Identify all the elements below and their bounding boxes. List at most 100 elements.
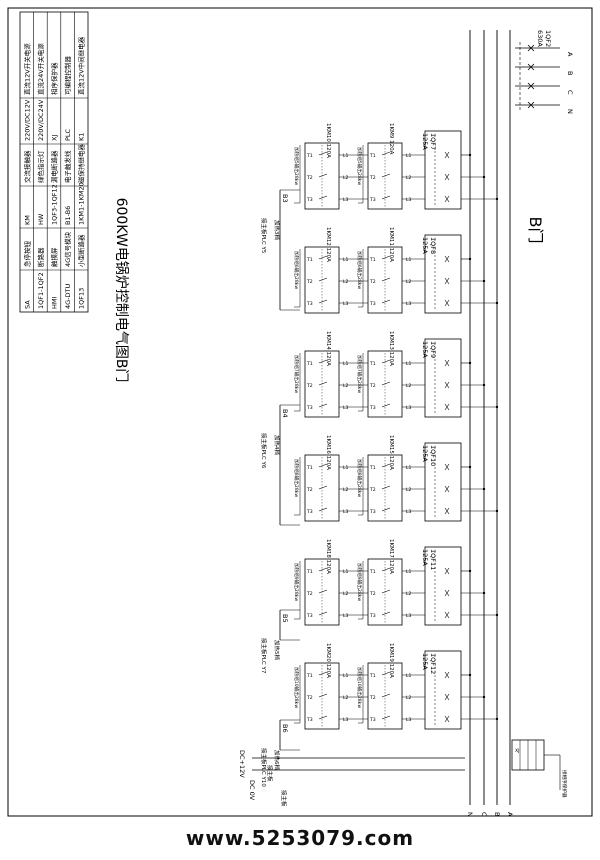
legend-cell: 1QF1-1QF2 — [37, 272, 45, 309]
terminal-label: L2 — [343, 175, 349, 181]
contactor-name: 1KM20 120A — [325, 643, 331, 678]
heater-label: 加热组6输出28kw — [293, 251, 300, 289]
terminal-label: T3 — [306, 405, 313, 411]
terminal-label: T2 — [369, 383, 376, 389]
group-name: 加热5档 — [273, 640, 281, 660]
watermark: www.5253079.com — [185, 826, 415, 850]
terminal-label: L3 — [406, 197, 412, 203]
terminal-label: T3 — [306, 301, 313, 307]
terminal-label: L3 — [343, 301, 349, 307]
heater-label: 加热组8输出28kw — [293, 459, 300, 497]
terminal-label: L2 — [406, 279, 412, 285]
heater-label: 加热组9输出28kw — [293, 563, 300, 601]
breaker-rating: 125A — [421, 653, 429, 670]
legend-cell: 漏电断路器 — [50, 150, 59, 183]
heater-label: 加热组6输出28kw — [356, 251, 363, 289]
group-bus-label: B3 — [281, 194, 289, 203]
legend-cell: 1QF3-1QF12 — [51, 184, 59, 225]
terminal-label: L3 — [343, 613, 349, 619]
terminal-label: L3 — [406, 405, 412, 411]
legend-cell: 磁保持继电器 — [77, 144, 86, 184]
terminal-label: L1 — [406, 465, 412, 471]
dc-note-1: 接主板 — [266, 765, 274, 782]
terminal-label: T1 — [369, 465, 376, 471]
terminal-label: L1 — [343, 257, 349, 263]
bus-label-top: C — [566, 90, 574, 95]
terminal-label: L2 — [406, 175, 412, 181]
breaker-box — [424, 546, 462, 626]
terminal-label: T1 — [369, 257, 376, 263]
bus-label-top: B — [566, 71, 574, 75]
terminal-label: T2 — [306, 383, 313, 389]
legend-cell: 急停按钮 — [22, 241, 31, 268]
contactor-box — [367, 454, 403, 522]
legend-cell: 1KM1-1KM20 — [78, 182, 86, 225]
contactor-box — [304, 558, 340, 626]
breaker-name: 1QF12 — [429, 653, 437, 674]
terminal-label: T3 — [369, 405, 376, 411]
contactor-box — [304, 142, 340, 210]
legend-cell: 4G信号模块 — [63, 231, 72, 267]
main-breaker-rating: 630A — [536, 30, 544, 47]
terminal-label: L1 — [343, 465, 349, 471]
breaker-rating: 125A — [421, 237, 429, 254]
dc-plus-label: DC+12V — [238, 750, 246, 778]
contactor-box — [367, 558, 403, 626]
legend-cell: 相序保护器 — [50, 62, 59, 95]
group-name: 加热3档 — [273, 220, 281, 240]
dc-notes: DC+12V DC 0V 接主板 接主板 — [238, 750, 465, 807]
terminal-label: T2 — [369, 279, 376, 285]
contactor-box — [367, 662, 403, 730]
phase-protector: XJ 接相序保护器 — [511, 739, 568, 798]
legend-cell: 直流24V开关电源 — [36, 43, 45, 95]
terminal-label: T1 — [369, 569, 376, 575]
contactor-box — [304, 662, 340, 730]
bus-label-bottom: B — [493, 812, 501, 816]
terminal-label: L2 — [406, 383, 412, 389]
terminal-label: L2 — [343, 487, 349, 493]
terminal-label: T3 — [306, 197, 313, 203]
breaker-box — [424, 442, 462, 522]
terminal-label: L3 — [343, 197, 349, 203]
breaker-rating: 125A — [421, 133, 429, 150]
legend-cell: 220V/DC24V — [37, 99, 45, 141]
terminal-label: T2 — [306, 591, 313, 597]
contactor-name: 1KM9 120A — [388, 123, 394, 155]
plc-note: 接主板PLC Y6 — [260, 433, 268, 469]
breaker-box — [424, 130, 462, 210]
terminal-label: T1 — [306, 569, 313, 575]
breaker-rating: 125A — [421, 341, 429, 358]
legend-cell: 断路器 — [36, 247, 45, 267]
terminal-label: T3 — [369, 717, 376, 723]
terminal-label: L3 — [406, 717, 412, 723]
terminal-label: L3 — [406, 613, 412, 619]
breaker-box — [424, 338, 462, 418]
bus-label-top: N — [566, 109, 574, 114]
legend-cell: K1 — [78, 133, 86, 141]
legend-table: SA急停按钮KM交流接触器220V/DC12V直流12V开关电源1QF1-1QF… — [19, 11, 89, 313]
main-breaker: 1QF2 630A — [515, 30, 560, 110]
legend-cell: 直流12V中间继电器 — [77, 36, 86, 95]
plc-note: 接主板PLC Y5 — [260, 218, 268, 254]
legend-cell: 直流12V开关电源 — [22, 43, 31, 95]
terminal-label: T2 — [306, 279, 313, 285]
terminal-label: L1 — [406, 257, 412, 263]
legend-cell: SA — [23, 300, 31, 309]
contactor-name: 1KM14 120A — [325, 331, 331, 366]
group-name: 加热6档 — [273, 750, 281, 770]
terminal-label: L1 — [406, 361, 412, 367]
breaker-name: 1QF10 — [429, 445, 437, 466]
contactor-name: 1KM18 120A — [325, 539, 331, 574]
terminal-label: L2 — [406, 487, 412, 493]
contactor-name: 1KM19 120A — [388, 643, 394, 678]
terminal-label: L3 — [343, 509, 349, 515]
terminal-label: T3 — [369, 509, 376, 515]
